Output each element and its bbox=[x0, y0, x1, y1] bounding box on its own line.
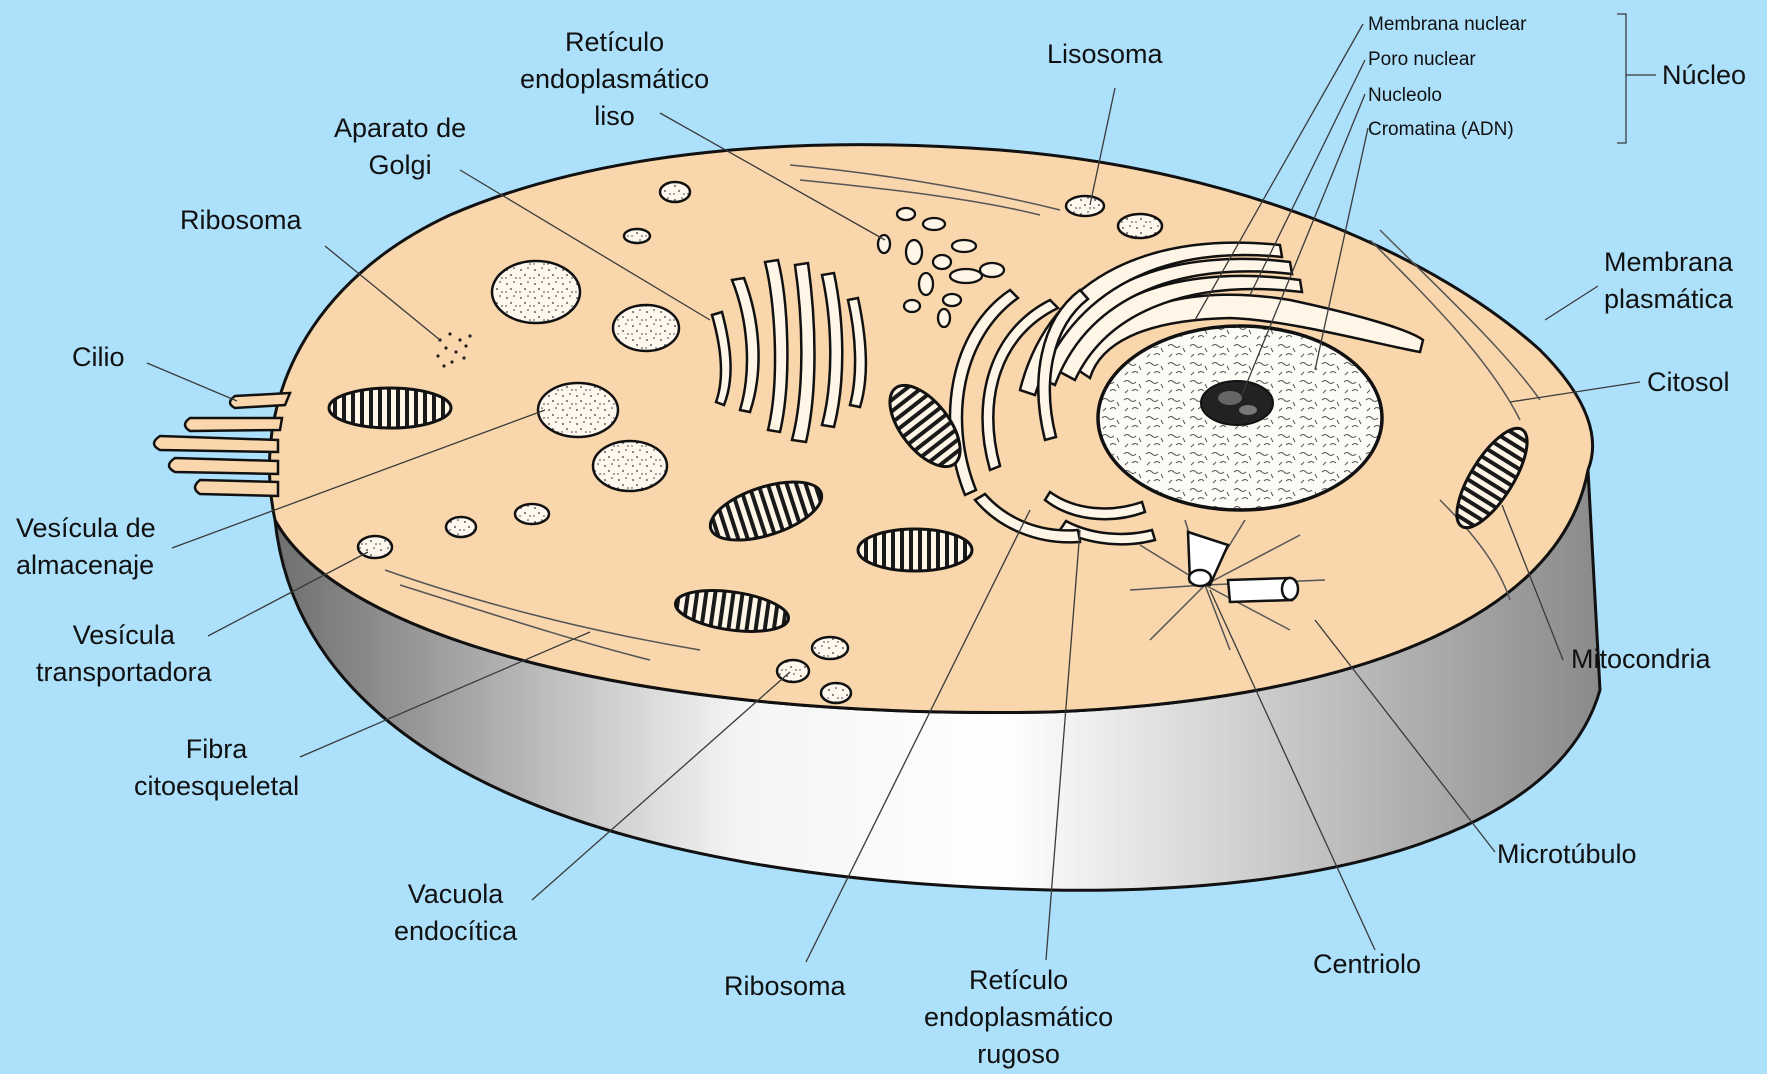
label-vesicula-almacenaje: Vesícula de almacenaje bbox=[16, 510, 156, 584]
label-cromatina: Cromatina (ADN) bbox=[1368, 112, 1514, 147]
label-mitocondria: Mitocondria bbox=[1571, 641, 1711, 678]
label-ribosoma-top: Ribosoma bbox=[180, 202, 302, 239]
label-reticulo-rugoso: Retículo endoplasmático rugoso bbox=[924, 962, 1113, 1073]
label-lisosoma: Lisosoma bbox=[1047, 36, 1163, 73]
label-line: almacenaje bbox=[16, 547, 156, 584]
label-membrana-nuclear: Membrana nuclear bbox=[1368, 7, 1526, 42]
label-line: citoesqueletal bbox=[134, 768, 299, 805]
label-microtubulo: Microtúbulo bbox=[1497, 836, 1637, 873]
label-line: liso bbox=[520, 98, 709, 135]
cilia bbox=[154, 393, 290, 496]
label-line: rugoso bbox=[924, 1036, 1113, 1073]
label-line: Golgi bbox=[334, 147, 466, 184]
label-line: endoplasmático bbox=[924, 999, 1113, 1036]
label-fibra-citoesqueletal: Fibra citoesqueletal bbox=[134, 731, 299, 805]
label-line: transportadora bbox=[36, 654, 212, 691]
label-line: Vesícula bbox=[36, 617, 212, 654]
label-membrana-plasmatica: Membrana plasmática bbox=[1604, 244, 1733, 318]
label-ribosoma-bottom: Ribosoma bbox=[724, 968, 846, 1005]
label-line: Membrana bbox=[1604, 244, 1733, 281]
label-nucleolo: Nucleolo bbox=[1368, 78, 1442, 113]
label-line: Retículo bbox=[520, 24, 709, 61]
label-line: endocítica bbox=[394, 913, 517, 950]
label-line: Aparato de bbox=[334, 110, 466, 147]
label-reticulo-liso: Retículo endoplasmático liso bbox=[520, 24, 709, 135]
label-line: plasmática bbox=[1604, 281, 1733, 318]
label-cilio: Cilio bbox=[72, 339, 125, 376]
label-line: endoplasmático bbox=[520, 61, 709, 98]
label-vesicula-transportadora: Vesícula transportadora bbox=[36, 617, 212, 691]
label-line: Retículo bbox=[924, 962, 1113, 999]
label-line: Vacuola bbox=[394, 876, 517, 913]
label-aparato-golgi: Aparato de Golgi bbox=[334, 110, 466, 184]
label-citosol: Citosol bbox=[1647, 364, 1730, 401]
label-line: Fibra bbox=[134, 731, 299, 768]
label-centriolo: Centriolo bbox=[1313, 946, 1421, 983]
label-nucleo: Núcleo bbox=[1662, 57, 1746, 94]
label-poro-nuclear: Poro nuclear bbox=[1368, 42, 1476, 77]
label-line: Vesícula de bbox=[16, 510, 156, 547]
label-vacuola-endocitica: Vacuola endocítica bbox=[394, 876, 517, 950]
